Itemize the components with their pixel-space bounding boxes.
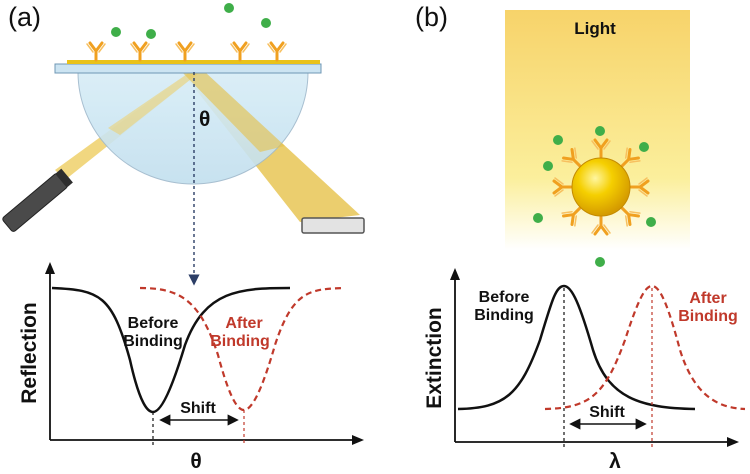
nanoparticle-antigen-icon bbox=[533, 126, 656, 267]
antigen-icon bbox=[111, 3, 271, 39]
chart-a-ylabel: Reflection bbox=[18, 302, 41, 404]
angle-symbol: θ bbox=[199, 108, 210, 131]
before-binding-curve bbox=[51, 286, 291, 414]
chart-a-before-label: Before bbox=[128, 315, 179, 332]
chart-a-before-label-line2: Binding bbox=[123, 333, 183, 350]
glass-slide bbox=[54, 63, 322, 74]
chart-b-shift-label: Shift bbox=[589, 404, 625, 421]
chart-b-xlabel: λ bbox=[609, 450, 621, 473]
prism bbox=[77, 71, 309, 185]
chart-b-ylabel: Extinction bbox=[423, 307, 446, 409]
light-source-icon bbox=[2, 168, 73, 232]
gold-film bbox=[67, 60, 320, 64]
detector-icon bbox=[301, 217, 365, 234]
chart-b-before-label-line2: Binding bbox=[474, 307, 534, 324]
antibody-icon bbox=[85, 41, 288, 62]
chart-b-before-label: Before bbox=[479, 289, 530, 306]
light-label: Light bbox=[574, 19, 616, 38]
chart-a-after-label: After bbox=[225, 315, 262, 332]
chart-b-before-binding-curve bbox=[457, 284, 696, 411]
chart-b-after-label: After bbox=[689, 290, 726, 307]
chart-a-xlabel: θ bbox=[190, 450, 201, 473]
panel-b-label: (b) bbox=[415, 2, 448, 32]
chart-a-after-label-line2: Binding bbox=[210, 333, 270, 350]
nanoparticle-icon bbox=[552, 138, 650, 236]
chart-b-after-binding-curve bbox=[544, 284, 746, 411]
panel-a-label: (a) bbox=[8, 2, 41, 32]
chart-b-after-label-line2: Binding bbox=[678, 308, 738, 325]
chart-a-shift-label: Shift bbox=[180, 400, 216, 417]
